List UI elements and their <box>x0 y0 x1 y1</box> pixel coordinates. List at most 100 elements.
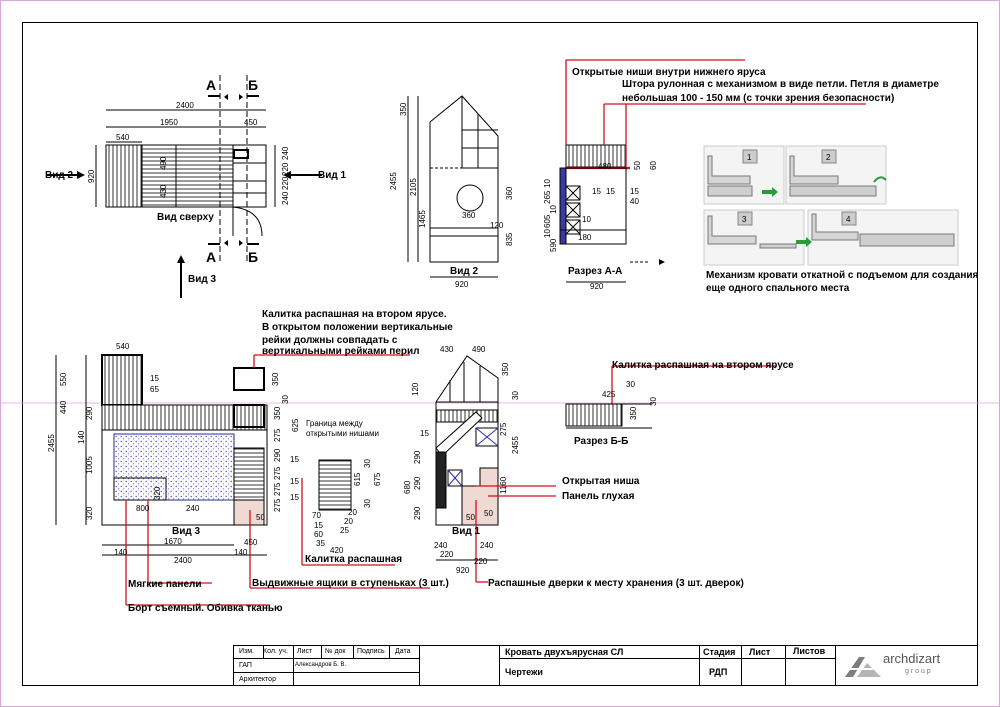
logo-text: archdizart <box>883 651 941 666</box>
dim-v3-290: 290 <box>85 406 94 420</box>
dim-top-240b: 240 <box>281 191 290 205</box>
dim-sb-30a: 30 <box>626 380 635 389</box>
note-mech-line2: еще одного спального места <box>706 283 850 294</box>
tb-header-kol: Кол. уч. <box>263 648 288 655</box>
dim-v1-2455: 2455 <box>511 436 520 454</box>
tb-header-date: Дата <box>395 648 411 655</box>
view-1-drawing <box>435 355 776 583</box>
arrow-view-2-label: Вид 2 <box>45 170 73 181</box>
dim-v3-275b: 275 <box>273 466 282 480</box>
dim-v1-290c: 290 <box>413 506 422 520</box>
logo-icon <box>845 657 881 677</box>
tb-architect: Архитектор <box>239 676 276 683</box>
note-mech-line1: Механизм кровати откатной с подъемом для… <box>706 270 979 281</box>
dim-gate-420: 420 <box>330 546 344 555</box>
dim-top-920: 920 <box>87 169 96 183</box>
dim-top-220b: 220 <box>281 176 290 190</box>
dim-gate-615: 615 <box>353 472 362 486</box>
dim-v3-440: 440 <box>59 400 68 414</box>
dim-v1-290b: 290 <box>413 476 422 490</box>
dim-v2-835: 835 <box>505 232 514 246</box>
dim-sa-920: 920 <box>590 282 604 291</box>
dim-v3-65: 65 <box>150 385 159 394</box>
top-view-title: Вид сверху <box>157 212 214 223</box>
note-doors: Распашные дверки к месту хранения (3 шт.… <box>488 578 744 589</box>
dim-gate-15: 15 <box>314 521 323 530</box>
dim-v1-15: 15 <box>420 429 429 438</box>
tb-header-doc: № док <box>325 648 346 655</box>
dim-sa-265: 265 <box>543 190 552 204</box>
view-3-title: Вид 3 <box>172 526 200 537</box>
note-open-niches: Открытые ниши внутри нижнего яруса <box>572 67 766 78</box>
logo-subtext: g r o u p <box>905 668 931 675</box>
cut-b-bottom: Б <box>248 249 258 265</box>
note-gate-line1: Калитка распашная на втором ярусе. <box>262 309 447 320</box>
dim-v3-540: 540 <box>116 342 130 351</box>
dim-gate-60: 60 <box>314 530 323 539</box>
dim-v3-290-step: 290 <box>273 448 282 462</box>
tb-stage-value: РДП <box>709 667 728 677</box>
tb-gap: ГАП <box>239 662 252 669</box>
dim-v1-220a: 220 <box>440 550 454 559</box>
mech-step-2: 2 <box>826 153 831 162</box>
tb-project: Кровать двухъярусная СЛ <box>505 647 624 657</box>
dim-v3-15b: 15 <box>290 477 299 486</box>
note-niche-border-line2: открытыми нишами <box>306 429 379 438</box>
dim-v3-50: 50 <box>256 513 265 522</box>
dim-v2-920: 920 <box>455 280 469 289</box>
dim-sa-15a: 15 <box>592 187 601 196</box>
mech-step-4: 4 <box>846 215 851 224</box>
dim-gate-675: 675 <box>373 472 382 486</box>
note-soft-panels: Мягкие панели <box>128 579 202 590</box>
dim-v1-275: 275 <box>499 422 508 436</box>
dim-v1-220b: 220 <box>474 557 488 566</box>
dim-v3-275a: 275 <box>273 428 282 442</box>
note-gate-tier2: Калитка распашная на втором ярусе <box>612 360 794 371</box>
tb-header-izm: Изм. <box>239 648 254 655</box>
dim-v2-360-h: 360 <box>462 211 476 220</box>
cut-a-bottom: А <box>206 249 216 265</box>
dim-gate-30b: 30 <box>363 499 372 508</box>
arrow-view-1-label: Вид 1 <box>318 170 346 181</box>
dim-gate-20b: 20 <box>344 517 353 526</box>
dim-sa-10b: 10 <box>549 205 558 214</box>
dim-v2-120: 120 <box>490 221 504 230</box>
dim-sa-10a: 10 <box>543 179 552 188</box>
view-1-title: Вид 1 <box>452 526 480 537</box>
tb-header-sign: Подпись <box>357 648 385 655</box>
dim-v3-step-350: 350 <box>271 372 280 386</box>
dim-v3-275c: 275 <box>273 482 282 496</box>
dim-v2-2105: 2105 <box>409 178 418 196</box>
view-3-drawing <box>55 354 430 606</box>
note-gate-line4: вертикальными рейками перил <box>262 346 420 357</box>
dim-top-240a: 240 <box>281 146 290 160</box>
note-drawers: Выдвижные ящики в ступеньках (3 шт.) <box>252 578 449 589</box>
dim-v3-15c: 15 <box>290 493 299 502</box>
arrow-view-3-label: Вид 3 <box>188 274 216 285</box>
title-block: Изм. Кол. уч. Лист № док Подпись Дата ГА… <box>233 645 978 686</box>
dim-top-430: 430 <box>159 184 168 198</box>
dim-v3-140-left: 140 <box>114 548 128 557</box>
note-gate-line3: рейки должны совпадать с <box>262 335 398 346</box>
dim-v3-450: 450 <box>244 538 258 547</box>
note-blind-line2: небольшая 100 - 150 мм (с точки зрения б… <box>622 92 894 104</box>
dim-v3-15a: 15 <box>290 455 299 464</box>
dim-sa-50: 50 <box>633 161 642 170</box>
dim-top-220a: 220 <box>281 162 290 176</box>
dim-v3-2455: 2455 <box>47 434 56 452</box>
dim-v1-240b: 240 <box>480 541 494 550</box>
dim-top-540: 540 <box>116 133 130 142</box>
dim-sa-40: 40 <box>630 197 639 206</box>
mechanism-illustrations <box>703 145 959 266</box>
tb-header-list: Лист <box>297 648 313 655</box>
dim-v1-680: 680 <box>403 480 412 494</box>
dim-sa-180: 180 <box>578 233 592 242</box>
dim-v3-15: 15 <box>150 374 159 383</box>
top-view <box>46 75 322 298</box>
dim-sa-15c: 15 <box>630 187 639 196</box>
note-blind-line1: Штора рулонная с механизмом в виде петли… <box>622 79 939 90</box>
view-2-drawing <box>407 95 499 278</box>
dim-v2-2455: 2455 <box>389 172 398 190</box>
dim-v3-140: 140 <box>77 430 86 444</box>
